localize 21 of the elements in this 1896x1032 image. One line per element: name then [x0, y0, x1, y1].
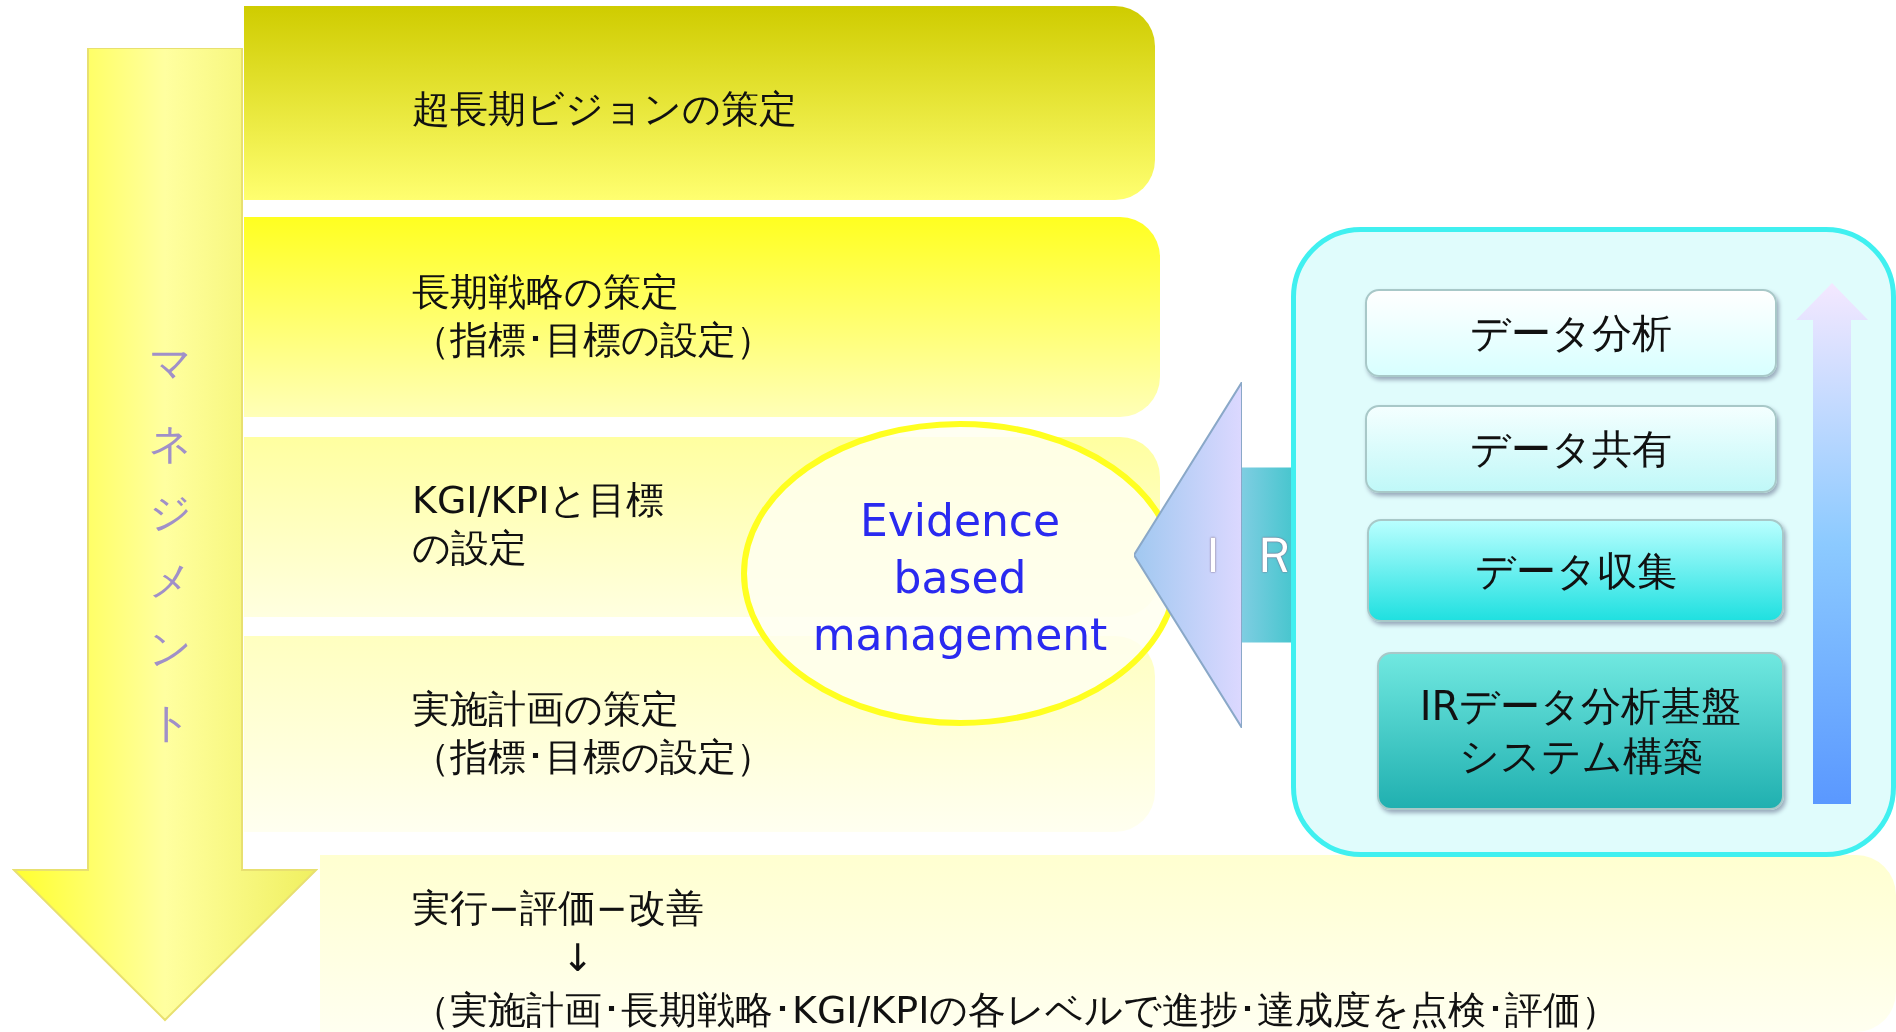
process-box — [1365, 405, 1777, 493]
vertical-text: マネジメント — [145, 325, 196, 748]
box-text: データ収集 — [1473, 546, 1678, 596]
band-text: （実施計画･長期戦略･KGI/KPIの各レベルで進捗･達成度を点検･評価） — [412, 987, 1620, 1032]
box-text: IRデータ分析基盤システム構築 — [1418, 682, 1743, 781]
process-box — [1367, 519, 1784, 622]
process-box — [1365, 289, 1777, 377]
band-text: 実施計画の策定（指標･目標の設定） — [412, 686, 775, 781]
band-text: 超長期ビジョンの策定 — [412, 86, 797, 133]
panel — [1291, 227, 1896, 857]
band — [244, 6, 1155, 200]
box-text: データ分析 — [1469, 309, 1673, 358]
ellipse-text: Evidence based management — [811, 494, 1109, 663]
process-box — [1377, 652, 1784, 810]
band-text: 実行−評価−改善 — [412, 885, 704, 932]
band-text: 長期戦略の策定（指標･目標の設定） — [412, 269, 775, 364]
box-text: データ共有 — [1469, 425, 1673, 474]
band — [320, 855, 1896, 1032]
band — [244, 217, 1160, 417]
band-text: KGI/KPIと目標の設定 — [412, 477, 666, 572]
band-text: ↓ — [562, 935, 594, 982]
